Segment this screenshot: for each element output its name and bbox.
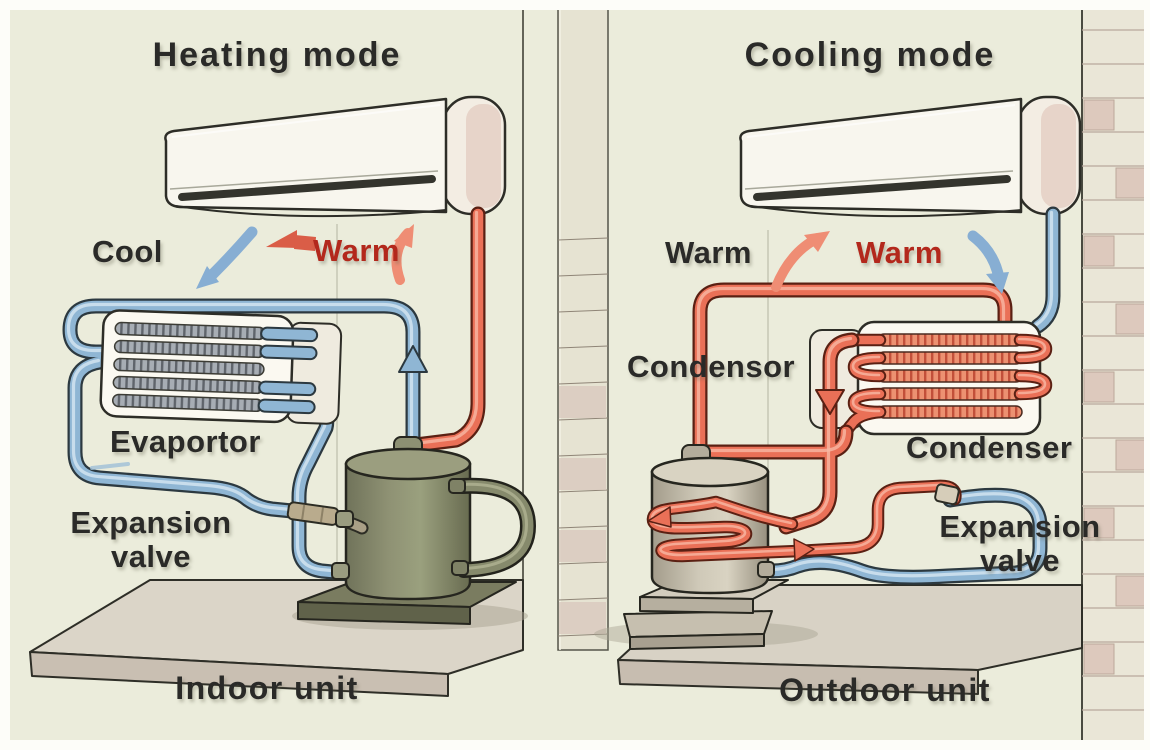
heating-blue-pipes [69,305,428,575]
expansion-valve-label-right: Expansion valve [939,509,1101,578]
evaporator-coil [99,309,343,425]
indoor-unit-label: Indoor unit [175,670,359,706]
outdoor-unit-label: Outdoor unit [779,672,991,708]
warm-air-label-heating: Warm [313,233,400,268]
expansion-valve-left [286,501,362,580]
condensor-label: Condensor [627,349,796,384]
cool-air-label: Cool [92,234,163,269]
warm-return-arrow [266,230,297,248]
condenser-tubes [877,333,1023,419]
evaporator-tubes [111,321,266,413]
middle-wall-column [522,7,609,651]
warm-out-label: Warm [665,235,752,270]
compressor-wrap-pipe [648,484,959,561]
cooling-title: Cooling mode [744,36,996,74]
outdoor-ac-unit [739,95,1082,218]
expansion-valve-right-fitting [934,483,960,506]
indoor-compressor [292,436,528,630]
indoor-ac-unit [164,95,507,218]
flow-up-arrow [398,345,428,373]
evaporator-label: Evaportor [110,424,261,459]
cooling-airflow-arrows [771,230,1009,294]
ac-vent-slot [178,175,436,201]
cool-air-arrow [206,226,258,281]
right-brick-wall [1081,0,1150,750]
evaporator-stub-pipes [257,326,319,415]
cooling-red-pipes [705,339,853,528]
heating-title: Heating mode [152,36,402,74]
warm-label-cooling: Warm [856,235,943,270]
expansion-valve-label-left: Expansion valve [70,505,232,574]
flow-down-arrow [815,389,845,415]
ac-vent-slot [753,175,1011,201]
heating-airflow-arrows [196,224,414,289]
condenser-coil [809,320,1046,436]
condenser-label: Condenser [906,430,1073,465]
